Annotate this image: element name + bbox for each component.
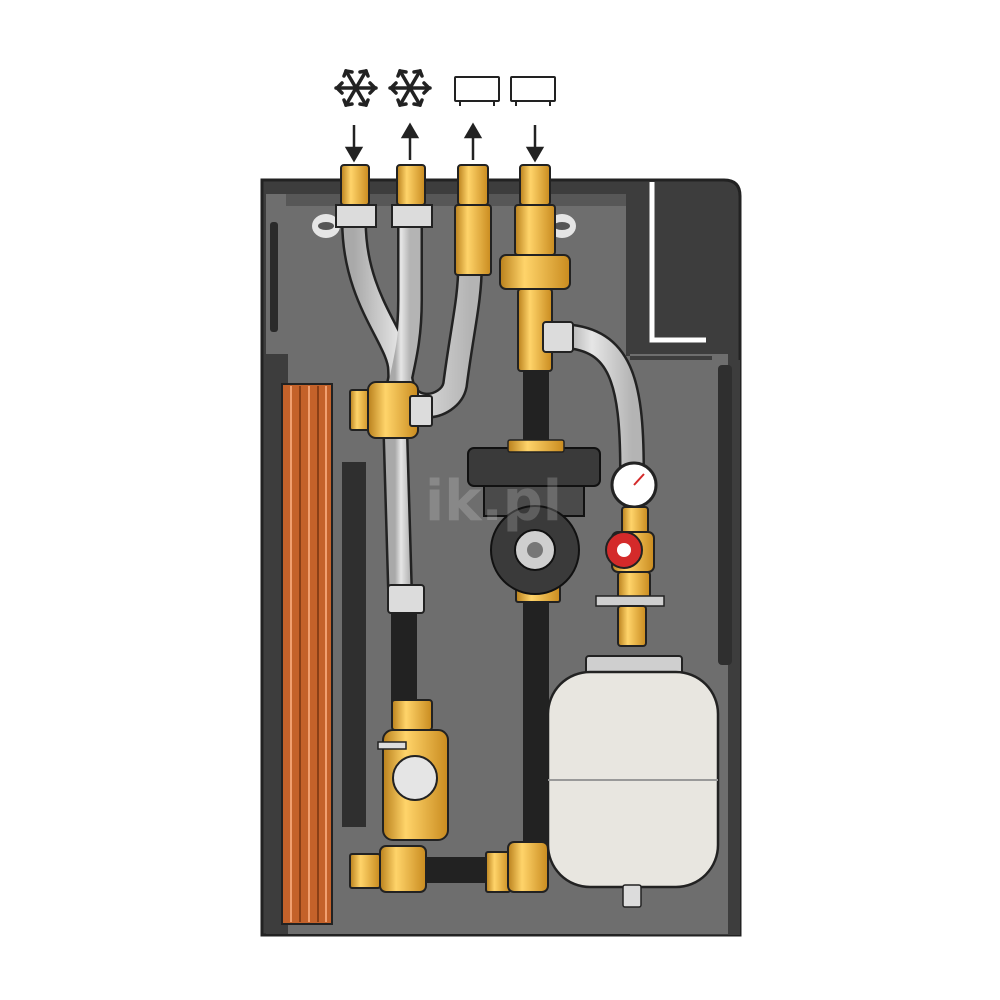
tank-icon (454, 76, 500, 106)
arrow-down-icon (344, 125, 364, 163)
svg-text:ik.pl: ik.pl (425, 469, 562, 534)
arrow-down-icon (525, 125, 545, 163)
arrow-up-icon (463, 122, 483, 160)
plate-heat-exchanger (281, 383, 333, 925)
circulation-pump (467, 439, 601, 595)
connection-fitting (457, 164, 489, 206)
brass-fittings (335, 164, 574, 893)
connection-symbols (334, 69, 556, 107)
watermark: ik.pl (425, 469, 562, 534)
snowflake-icon (334, 69, 378, 107)
pressure-gauge (610, 461, 658, 536)
snowflake-icon (388, 69, 432, 107)
connection-fitting (396, 164, 426, 206)
flow-arrows (344, 122, 545, 163)
tank-icon (510, 76, 556, 106)
connection-fitting (519, 164, 551, 206)
ball-valve (499, 254, 571, 290)
valve-actuator (377, 741, 438, 801)
safety-valve (605, 531, 655, 599)
arrow-up-icon (400, 122, 420, 160)
connection-fitting (340, 164, 370, 206)
expansion-vessel (546, 595, 720, 908)
